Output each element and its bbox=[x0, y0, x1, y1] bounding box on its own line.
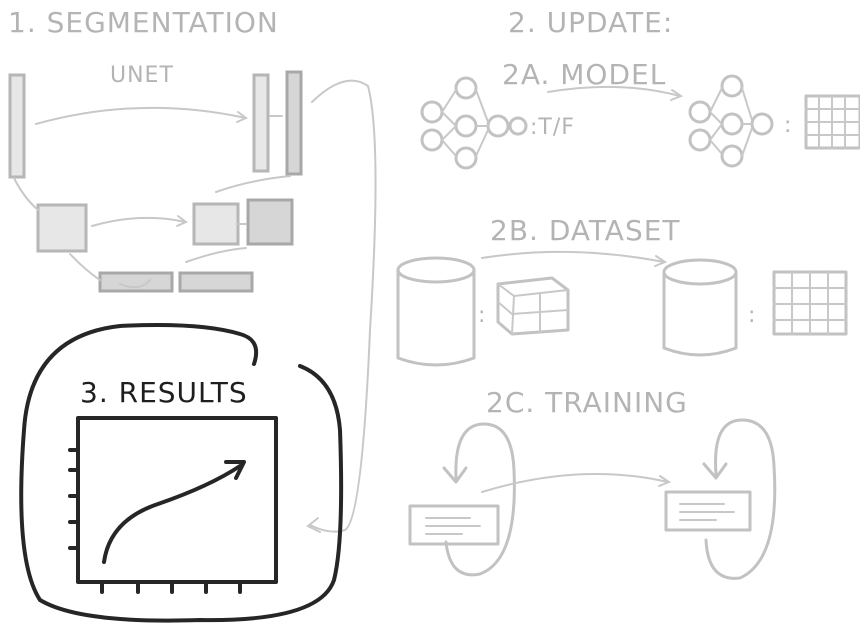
down-connection-2 bbox=[69, 253, 101, 281]
plot-frame bbox=[76, 416, 278, 584]
segmentation-section: 1. SEGMENTATION UNET bbox=[8, 6, 377, 533]
training-update-arrow bbox=[481, 473, 669, 493]
skip-arrow-2 bbox=[176, 215, 188, 227]
skip-connection-2 bbox=[91, 216, 187, 227]
skip-arrow-1 bbox=[236, 111, 248, 123]
bottleneck-arrow bbox=[119, 279, 151, 289]
database-icon-left bbox=[396, 256, 476, 367]
update-section: 2. UPDATE: 2A. MODEL :T/F : bbox=[396, 6, 860, 580]
unet-encoder-layer-2 bbox=[36, 203, 88, 253]
plot-x-ticks bbox=[100, 580, 242, 594]
model-update-arrowhead bbox=[670, 89, 684, 101]
unet-encoder-layer-1 bbox=[8, 73, 26, 179]
dataset-colon-right: : bbox=[748, 303, 756, 328]
dataset-update-arrowhead bbox=[654, 255, 668, 267]
grid-icon-model bbox=[804, 94, 860, 150]
unet-decoder-skip-2 bbox=[192, 202, 240, 246]
dataset-colon-left: : bbox=[478, 303, 486, 328]
model-tf-label: :T/F bbox=[530, 115, 575, 140]
plot-trend-line bbox=[102, 464, 242, 564]
unet-decoder-skip-1 bbox=[252, 73, 270, 173]
results-title: 3. RESULTS bbox=[80, 376, 248, 409]
up-connection-1 bbox=[215, 175, 291, 193]
neural-network-icon-right bbox=[688, 74, 774, 168]
database-icon-right bbox=[662, 258, 738, 357]
unet-decoder-layer-1 bbox=[285, 70, 303, 176]
down-connection-1 bbox=[13, 177, 39, 211]
grid-icon-dataset bbox=[772, 270, 848, 336]
unet-decoder-layer-2 bbox=[246, 198, 294, 246]
dataset-update-arrow bbox=[481, 250, 665, 263]
plot-trend-arrowhead bbox=[224, 460, 246, 480]
model-update-arrow bbox=[547, 85, 681, 97]
training-loop-left bbox=[408, 422, 516, 577]
skip-connection-1 bbox=[35, 106, 247, 125]
dataset-title: 2B. DATASET bbox=[490, 214, 681, 247]
plot-y-ticks bbox=[68, 448, 80, 550]
segmentation-to-results-arrow bbox=[309, 79, 377, 533]
unet-bottleneck-left bbox=[98, 271, 174, 293]
segmentation-title: 1. SEGMENTATION bbox=[8, 6, 279, 39]
training-update-arrowhead bbox=[658, 475, 672, 487]
results-plot bbox=[68, 416, 278, 594]
model-colon: : bbox=[784, 113, 792, 138]
segmentation-arrowhead bbox=[306, 517, 321, 533]
unet-bottleneck-right bbox=[178, 271, 254, 293]
training-title: 2C. TRAINING bbox=[486, 386, 688, 419]
update-title: 2. UPDATE: bbox=[508, 6, 673, 39]
3d-volume-icon bbox=[496, 276, 570, 336]
unet-label: UNET bbox=[110, 63, 174, 88]
results-section: 3. RESULTS bbox=[19, 323, 344, 623]
training-loop-right bbox=[664, 418, 777, 580]
results-outline bbox=[19, 323, 344, 623]
neural-network-icon-left bbox=[420, 76, 528, 170]
up-connection-2 bbox=[185, 247, 247, 263]
model-title: 2A. MODEL bbox=[502, 58, 666, 91]
